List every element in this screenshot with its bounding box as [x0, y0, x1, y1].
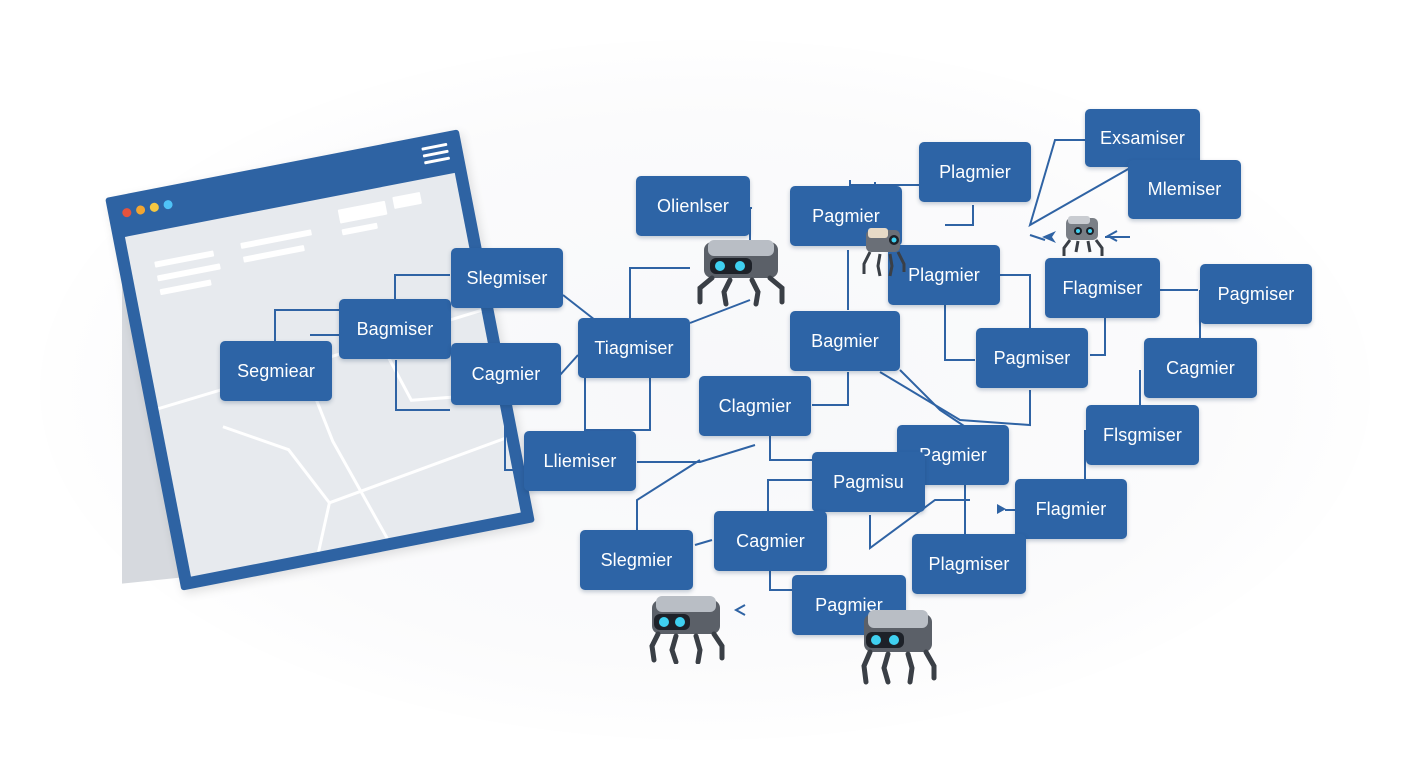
node-pagmisu[interactable]: Pagmisu: [812, 452, 925, 512]
node-tiagmiser[interactable]: Tiagmiser: [578, 318, 690, 378]
node-lliemiser[interactable]: Lliemiser: [524, 431, 636, 491]
robot-crawler-icon: [697, 240, 785, 307]
node-cagmier[interactable]: Cagmier: [451, 343, 561, 405]
robot-crawler-icon: [862, 228, 906, 277]
arrow-icon: [1105, 230, 1118, 242]
node-plagmier[interactable]: Plagmier: [919, 142, 1031, 202]
node-bagmier[interactable]: Bagmier: [790, 311, 900, 371]
node-flagmiser[interactable]: Flagmiser: [1045, 258, 1160, 318]
node-clagmier[interactable]: Clagmier: [699, 376, 811, 436]
node-mlemiser[interactable]: Mlemiser: [1128, 160, 1241, 219]
node-pagmiser-2[interactable]: Pagmiser: [1200, 264, 1312, 324]
robot-crawler-icon: [1062, 216, 1104, 256]
node-olienlser[interactable]: Olienlser: [636, 176, 750, 236]
node-bagmiser[interactable]: Bagmiser: [339, 299, 451, 359]
node-flsgmiser[interactable]: Flsgmiser: [1086, 405, 1199, 465]
node-cagmier-3[interactable]: Cagmier: [714, 511, 827, 571]
node-pagmiser[interactable]: Pagmiser: [976, 328, 1088, 388]
arrow-icon: [1042, 231, 1056, 243]
robot-crawler-icon: [649, 596, 725, 664]
node-flagmier[interactable]: Flagmier: [1015, 479, 1127, 539]
node-slegmiser[interactable]: Slegmiser: [451, 248, 563, 308]
node-slegmier[interactable]: Slegmier: [580, 530, 693, 590]
node-plagmiser[interactable]: Plagmiser: [912, 534, 1026, 594]
robot-crawler-icon: [861, 610, 937, 685]
node-exsamiser[interactable]: Exsamiser: [1085, 109, 1200, 167]
arrow-icon: [733, 604, 746, 616]
node-cagmier-2[interactable]: Cagmier: [1144, 338, 1257, 398]
node-plagmier-2[interactable]: Plagmier: [888, 245, 1000, 305]
arrow-icon: [997, 504, 1006, 514]
node-segmiear[interactable]: Segmiear: [220, 341, 332, 401]
